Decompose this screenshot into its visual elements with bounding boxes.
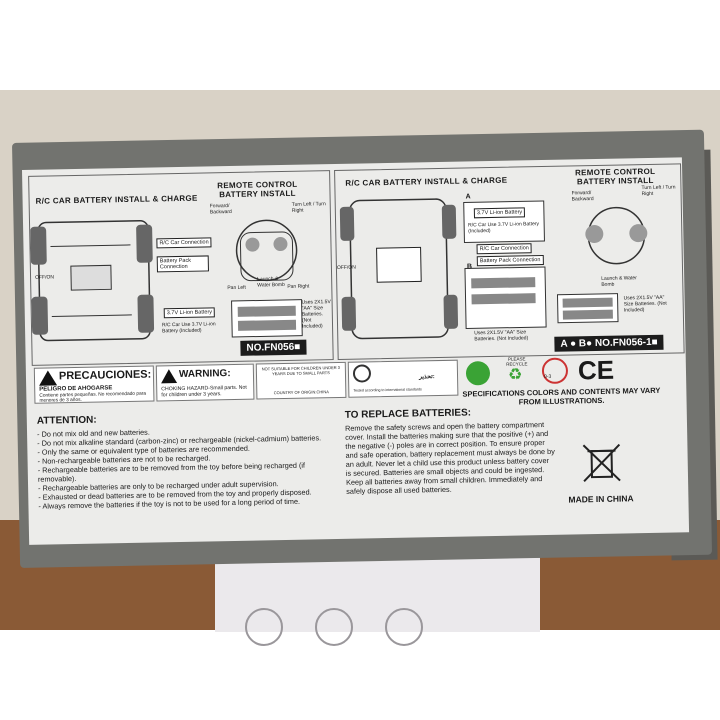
circle-icon <box>245 608 283 646</box>
made-in-china: MADE IN CHINA <box>568 493 634 505</box>
right-instruction-panel: R/C CAR BATTERY INSTALL & CHARGE REMOTE … <box>334 163 685 360</box>
circle-icon <box>385 608 423 646</box>
instruction-sheet: R/C CAR BATTERY INSTALL & CHARGE REMOTE … <box>22 157 690 545</box>
second-box <box>215 556 540 646</box>
left-car-diagram <box>30 219 303 342</box>
left-instruction-panel: R/C CAR BATTERY INSTALL & CHARGE REMOTE … <box>28 170 334 366</box>
circle-icon <box>315 608 353 646</box>
right-car-diagram <box>339 198 648 340</box>
weee-bin-icon <box>582 443 621 482</box>
